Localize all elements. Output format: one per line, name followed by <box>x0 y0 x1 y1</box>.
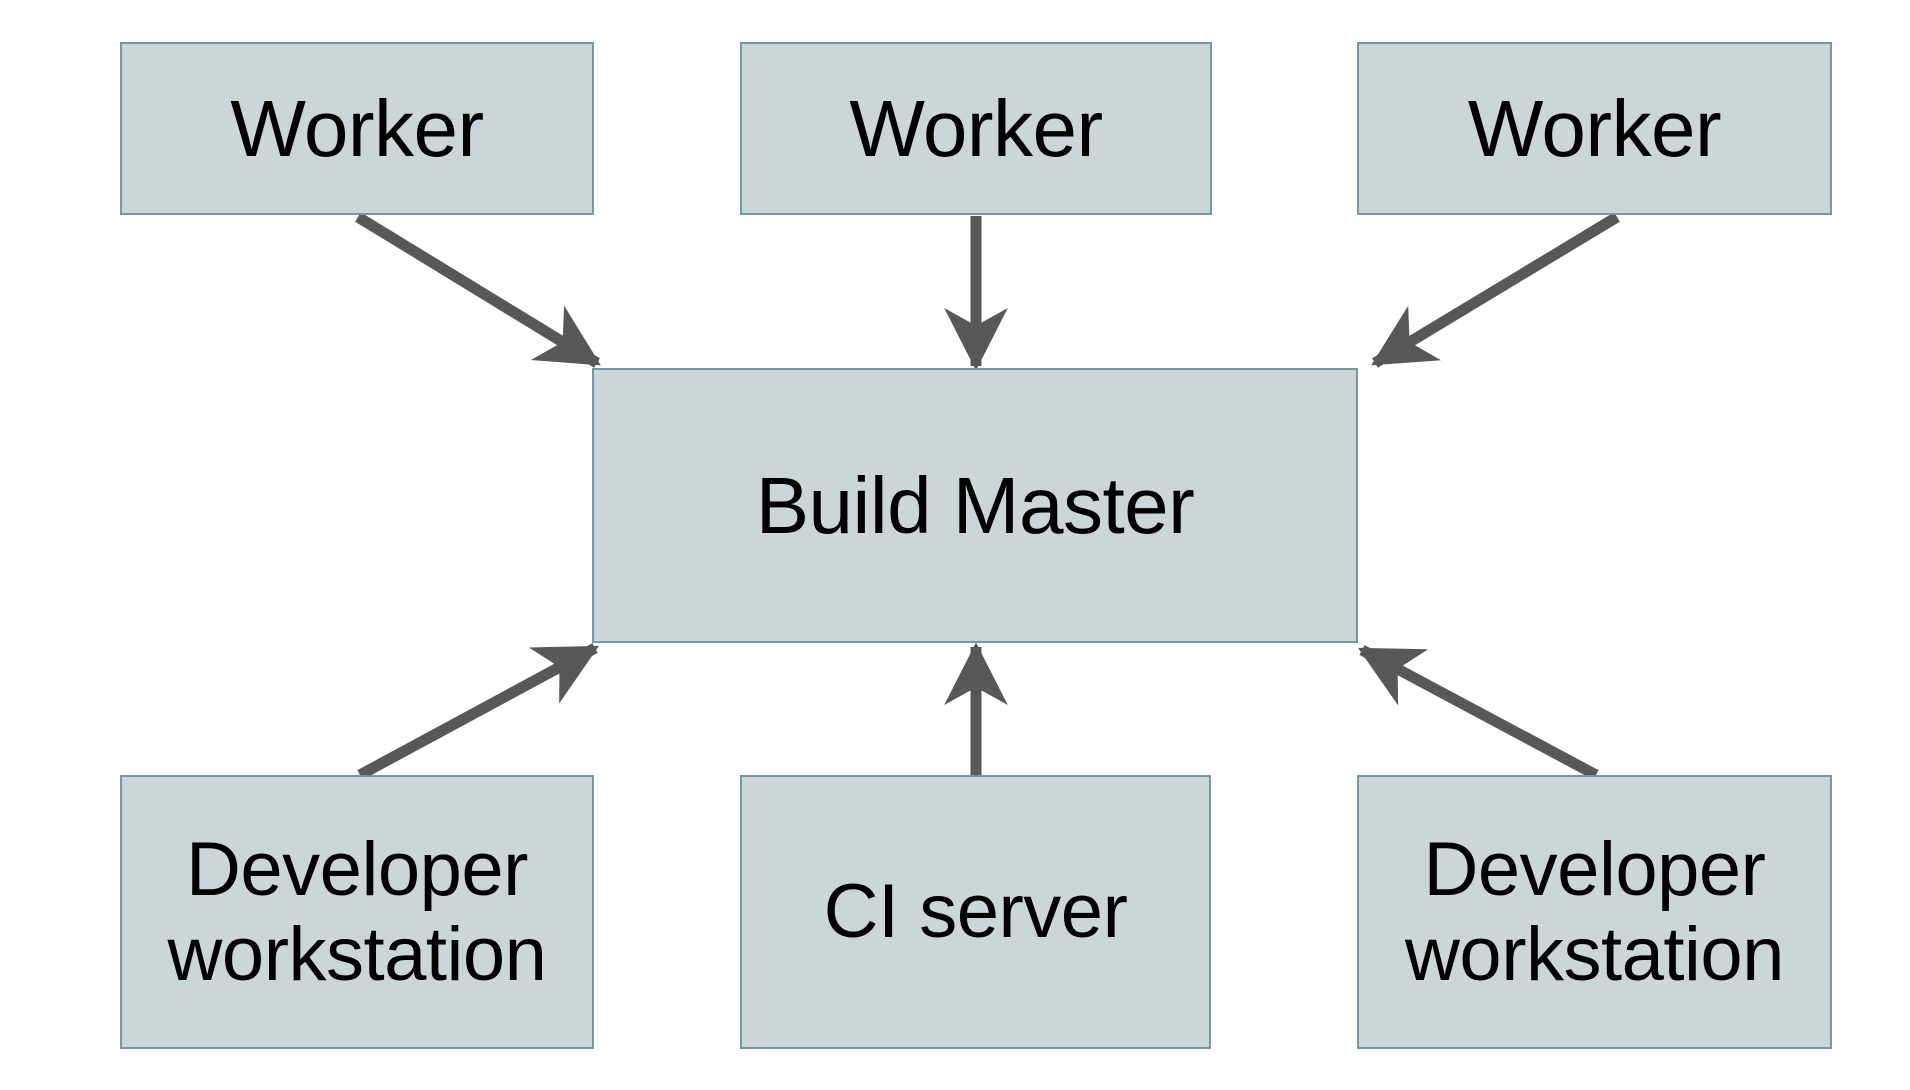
node-ci-server-label: CI server <box>823 869 1128 955</box>
node-worker-3[interactable]: Worker <box>1357 42 1832 215</box>
node-build-master-label: Build Master <box>755 460 1195 550</box>
node-worker-2[interactable]: Worker <box>740 42 1212 215</box>
node-worker-1[interactable]: Worker <box>120 42 594 215</box>
node-build-master[interactable]: Build Master <box>592 368 1358 643</box>
edge-dev-ws-left-to-build-master <box>357 643 599 780</box>
node-dev-ws-right-label: Developer workstation <box>1405 826 1784 997</box>
node-ci-server[interactable]: CI server <box>740 775 1211 1049</box>
edge-dev-ws-right-to-build-master <box>1357 645 1599 780</box>
node-dev-ws-left[interactable]: Developer workstation <box>120 775 594 1049</box>
node-dev-ws-left-label: Developer workstation <box>167 826 547 997</box>
node-worker-2-label: Worker <box>849 83 1103 173</box>
edge-worker-3-to-build-master <box>1371 212 1620 368</box>
node-worker-1-label: Worker <box>230 83 484 173</box>
node-dev-ws-right[interactable]: Developer workstation <box>1357 775 1832 1049</box>
edge-worker-1-to-build-master <box>355 212 601 368</box>
node-worker-3-label: Worker <box>1467 83 1722 173</box>
